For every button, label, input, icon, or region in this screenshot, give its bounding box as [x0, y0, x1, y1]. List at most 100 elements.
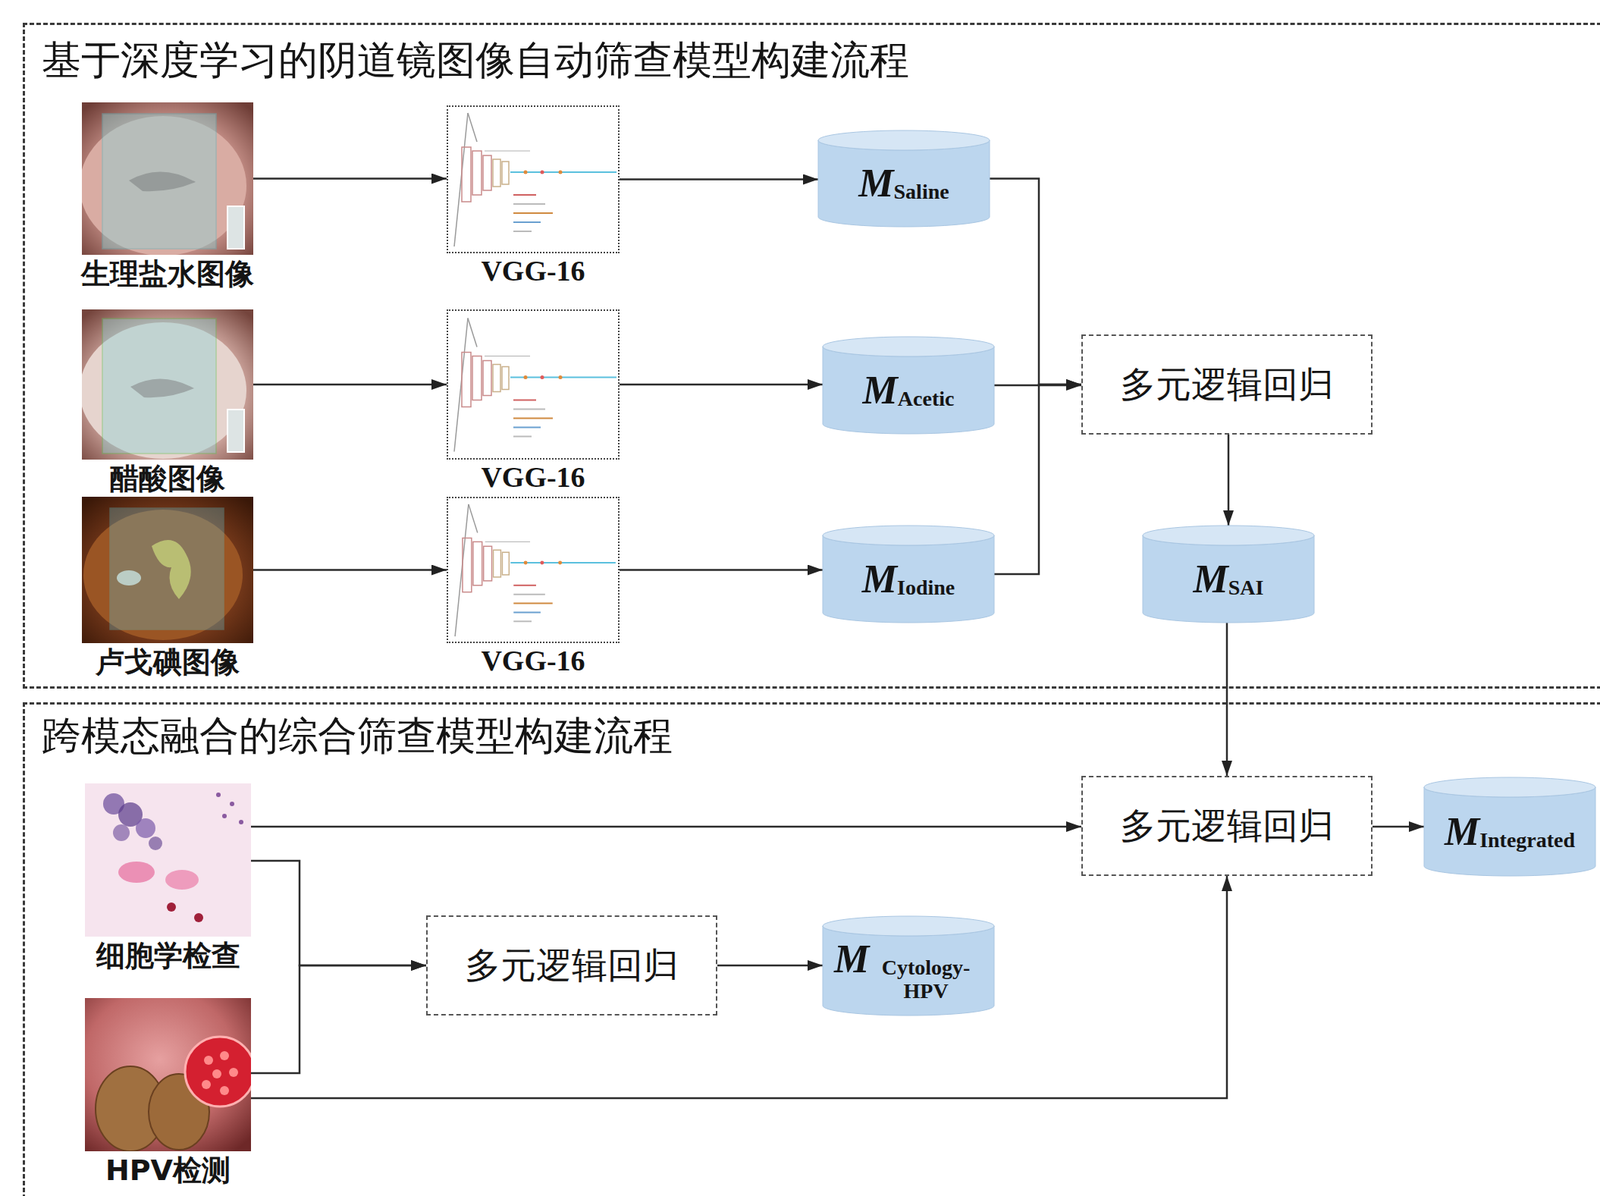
instrument [227, 409, 245, 452]
model-subscript: Cytology-HPV [869, 956, 983, 1004]
network-frame [446, 105, 620, 254]
cell [222, 813, 227, 819]
cell [238, 819, 244, 825]
model-subscript: Acetic [897, 387, 955, 411]
arrow-connector [253, 177, 447, 180]
model-symbol: M [834, 939, 870, 979]
arrow-connector [253, 383, 447, 386]
image-ground [84, 783, 251, 937]
model-symbol: M [858, 163, 894, 204]
cylinder-top [822, 916, 995, 936]
arrow-connector [250, 965, 427, 1073]
image-panel: 醋酸图像 [81, 309, 254, 496]
cell [118, 861, 155, 883]
process-box: 多元逻辑回归 [1081, 334, 1373, 435]
arrow-connector [1227, 434, 1230, 526]
model-cylinder: MIodine [822, 525, 995, 623]
roi-overlay [109, 508, 224, 630]
cylinder-shape [822, 525, 995, 623]
network-thumbnail [454, 318, 617, 452]
cylinder-body [818, 140, 990, 227]
arrow-connector [253, 568, 447, 571]
image-ground [81, 496, 254, 644]
image-caption: 醋酸图像 [109, 462, 226, 496]
colposcopy-acetic [81, 309, 254, 460]
image-frame [84, 783, 251, 937]
network-thumbnail [454, 112, 617, 247]
model-cylinder: MAcetic [822, 336, 995, 434]
network-box: VGG-16 [446, 105, 620, 289]
image-frame [81, 309, 254, 460]
arrow-connector [619, 383, 823, 386]
cylinder-body [1424, 787, 1596, 876]
colposcopy-saline [81, 102, 254, 255]
network-label: VGG-16 [480, 461, 585, 495]
roi-overlay [102, 318, 217, 454]
image-caption: 卢戈碘图像 [95, 646, 240, 680]
arrow-connector [717, 964, 823, 967]
model-symbol: M [1444, 812, 1480, 852]
model-cylinder: MSAI [1142, 525, 1315, 623]
arrow-connector [250, 860, 427, 966]
hpv-illustration [84, 997, 251, 1152]
virus-capsomere [212, 1069, 222, 1079]
virus-capsomere [201, 1079, 211, 1089]
arrow-connector [250, 875, 1227, 1099]
model-symbol: M [862, 559, 898, 600]
network-label: VGG-16 [480, 644, 585, 678]
cylinder-shape [1142, 525, 1315, 623]
model-cylinder: MCytology-HPV [822, 916, 995, 1016]
image-panel: 细胞学检查 [84, 783, 251, 973]
model-subscript: Integrated [1479, 828, 1575, 853]
network-frame [446, 496, 620, 644]
image-frame [84, 997, 251, 1152]
model-cylinder: MSaline [818, 130, 990, 227]
cell [194, 912, 204, 923]
network-box: VGG-16 [446, 496, 620, 678]
instrument [227, 206, 245, 249]
section-band: 基于深度学习的阴道镜图像自动筛查模型构建流程生理盐水图像VGG-16MSalin… [22, 22, 1600, 689]
process-box: 多元逻辑回归 [1081, 775, 1373, 876]
arrow-connector [1226, 622, 1229, 776]
cell [112, 824, 130, 841]
cell [229, 801, 235, 807]
cylinder-body [822, 346, 995, 434]
process-text: 多元逻辑回归 [464, 944, 679, 987]
cylinder-top [822, 525, 995, 546]
section-heading: 基于深度学习的阴道镜图像自动筛查模型构建流程 [41, 36, 910, 84]
arrow-connector [619, 178, 819, 181]
image-caption: 细胞学检查 [96, 939, 241, 973]
virus [185, 1036, 251, 1107]
process-box: 多元逻辑回归 [426, 915, 718, 1016]
cell [216, 792, 221, 797]
network-label: VGG-16 [480, 254, 585, 289]
image-frame [81, 102, 254, 255]
cylinder-top [818, 130, 990, 151]
cell [166, 902, 176, 912]
arrow-connector [250, 825, 1082, 829]
model-symbol: M [862, 370, 898, 411]
image-caption: HPV检测 [105, 1154, 231, 1188]
virus-capsomere [203, 1055, 214, 1065]
process-text: 多元逻辑回归 [1120, 363, 1334, 406]
network-thumbnail [454, 504, 616, 637]
arrow-connector [989, 178, 1082, 386]
image-panel: HPV检测 [84, 997, 251, 1188]
section-heading: 跨模态融合的综合筛查模型构建流程 [41, 712, 673, 760]
cylinder-body [822, 925, 995, 1016]
section-band: 跨模态融合的综合筛查模型构建流程细胞学检查多元逻辑回归MIntegrated多元… [22, 702, 1600, 1196]
cylinder-body [822, 535, 995, 623]
virus-capsomere [229, 1067, 239, 1077]
cylinder-top [822, 336, 995, 357]
cylinder-top [1142, 525, 1315, 546]
model-subscript: SAI [1228, 576, 1265, 600]
model-subscript: Iodine [897, 576, 955, 600]
image-panel: 卢戈碘图像 [81, 496, 254, 680]
arrow-connector [994, 384, 1082, 575]
arrow-connector [1372, 825, 1425, 829]
model-symbol: M [1193, 559, 1229, 600]
cylinder-shape [818, 130, 990, 227]
cylinder-shape [822, 336, 995, 434]
